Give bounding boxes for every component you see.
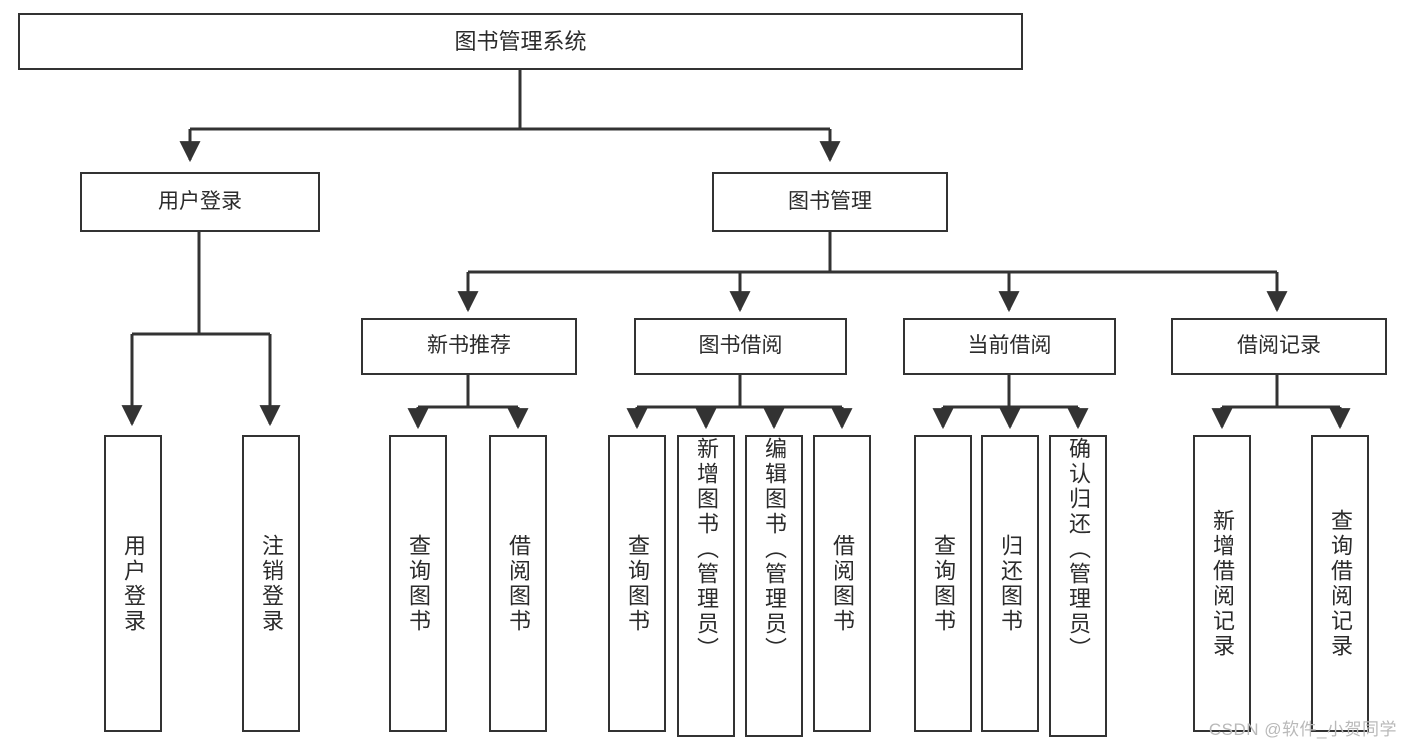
leaf-add-book[interactable]: 新增图书（管理员） [677,435,735,737]
node-new-book-rec-label: 新书推荐 [427,334,511,358]
leaf-logout-label: 注销登录 [259,533,284,634]
node-current-borrow[interactable]: 当前借阅 [903,318,1116,375]
node-book-manage-label: 图书管理 [788,189,872,213]
leaf-query-record-label: 查询借阅记录 [1328,508,1353,659]
leaf-logout[interactable]: 注销登录 [242,435,300,732]
node-book-manage[interactable]: 图书管理 [712,172,948,232]
node-root-label: 图书管理系统 [454,28,587,54]
leaf-query-record[interactable]: 查询借阅记录 [1311,435,1369,732]
leaf-query-book-3[interactable]: 查询图书 [914,435,972,732]
leaf-confirm-return-label: 确认归还（管理员） [1066,437,1091,662]
leaf-edit-book-label: 编辑图书（管理员） [762,437,787,662]
leaf-query-book-3-label: 查询图书 [931,533,956,634]
leaf-user-login[interactable]: 用户登录 [104,435,162,732]
leaf-borrow-book-2[interactable]: 借阅图书 [813,435,871,732]
node-borrow-record-label: 借阅记录 [1237,334,1321,358]
node-user-login-label: 用户登录 [158,189,242,213]
node-book-borrow-label: 图书借阅 [698,334,783,358]
node-new-book-rec[interactable]: 新书推荐 [361,318,577,375]
leaf-query-book-2-label: 查询图书 [625,533,650,634]
leaf-return-book[interactable]: 归还图书 [981,435,1039,732]
watermark: CSDN @软件_小贺同学 [1208,720,1397,739]
node-current-borrow-label: 当前借阅 [967,334,1052,358]
node-root[interactable]: 图书管理系统 [18,13,1023,70]
leaf-add-record[interactable]: 新增借阅记录 [1193,435,1251,732]
node-user-login[interactable]: 用户登录 [80,172,320,232]
leaf-return-book-label: 归还图书 [998,533,1023,634]
leaf-add-record-label: 新增借阅记录 [1210,508,1235,659]
leaf-add-book-label: 新增图书（管理员） [694,437,719,662]
leaf-borrow-book-1-label: 借阅图书 [506,533,531,634]
leaf-query-book-1-label: 查询图书 [406,533,431,634]
leaf-confirm-return[interactable]: 确认归还（管理员） [1049,435,1107,737]
leaf-edit-book[interactable]: 编辑图书（管理员） [745,435,803,737]
node-book-borrow[interactable]: 图书借阅 [634,318,847,375]
leaf-borrow-book-2-label: 借阅图书 [830,533,855,634]
node-borrow-record[interactable]: 借阅记录 [1171,318,1387,375]
leaf-query-book-2[interactable]: 查询图书 [608,435,666,732]
leaf-borrow-book-1[interactable]: 借阅图书 [489,435,547,732]
leaf-user-login-label: 用户登录 [121,533,146,634]
leaf-query-book-1[interactable]: 查询图书 [389,435,447,732]
